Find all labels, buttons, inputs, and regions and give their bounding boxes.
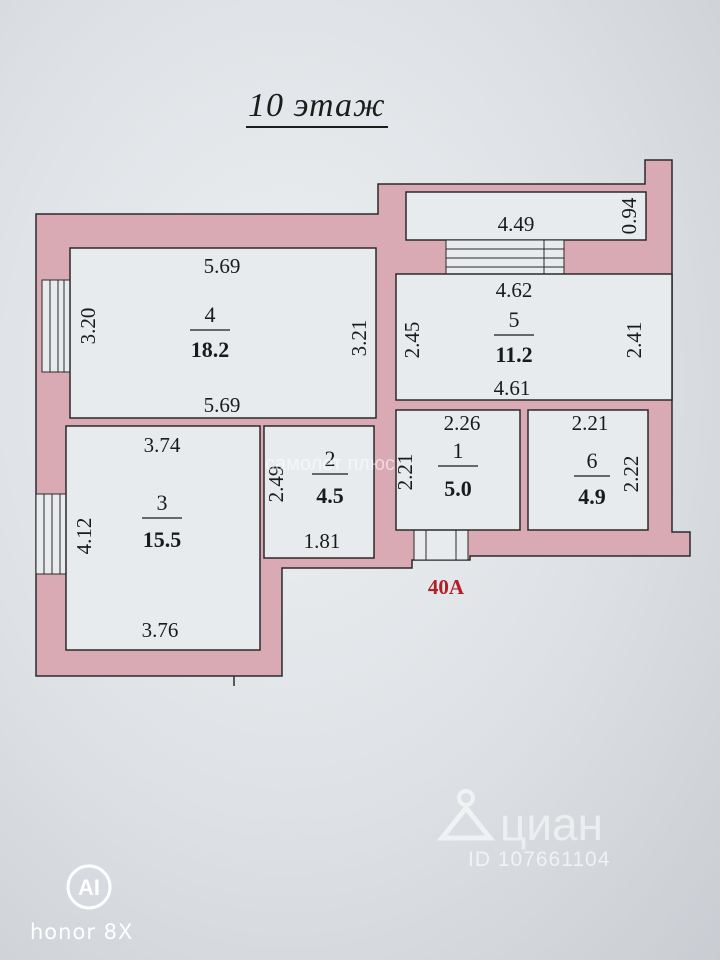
- camera-brand: honor 8X: [30, 920, 134, 944]
- room-4-area: 18.2: [191, 337, 230, 362]
- room-6: [527, 409, 649, 531]
- room-5: [395, 273, 673, 401]
- window-room-4: [41, 279, 71, 373]
- room-1-dim-top: 2.26: [444, 411, 481, 435]
- room-4-dim-right: 3.21: [347, 320, 371, 357]
- room-2-area: 4.5: [316, 483, 344, 508]
- camera-ai-badge: AI: [66, 864, 112, 910]
- floor-title: 10 этаж: [246, 88, 388, 128]
- room-4-dim-left: 3.20: [76, 308, 100, 345]
- watermark-logo: циан: [500, 798, 603, 850]
- balcony-door: [445, 239, 565, 277]
- entrance-door: [413, 529, 469, 561]
- window-room-3: [35, 493, 67, 575]
- room-1-area: 5.0: [444, 476, 472, 501]
- room-6-dim-top: 2.21: [572, 411, 609, 435]
- balcony-length: 4.49: [498, 212, 535, 236]
- room-3: [65, 425, 261, 651]
- room-5-number: 5: [509, 307, 520, 332]
- watermark-top: самолет плюс: [265, 453, 395, 475]
- room-6-dim-right: 2.22: [619, 456, 643, 493]
- room-5-dim-bottom: 4.61: [494, 376, 531, 400]
- room-5-area: 11.2: [495, 342, 532, 367]
- room-3-area: 15.5: [143, 527, 182, 552]
- room-3-dim-bottom: 3.76: [142, 618, 179, 642]
- room-5-dim-left: 2.45: [400, 322, 424, 359]
- watermark-id: ID 107661104: [468, 848, 610, 871]
- room-1-number: 1: [453, 438, 464, 463]
- camera-badge-text: AI: [78, 875, 100, 900]
- room-1: [395, 409, 521, 531]
- room-4: [69, 247, 377, 419]
- room-6-area: 4.9: [578, 484, 606, 509]
- room-2-number: 2: [325, 446, 336, 471]
- room-3-dim-left: 4.12: [72, 518, 96, 555]
- room-2-dim-left: 2.49: [264, 466, 288, 503]
- cian-pin-icon: [436, 789, 496, 841]
- room-6-number: 6: [587, 448, 598, 473]
- balcony: [405, 191, 647, 241]
- room-3-dim-top: 3.74: [144, 433, 181, 457]
- room-4-dim-bottom: 5.69: [204, 393, 241, 417]
- room-2: [263, 425, 375, 559]
- room-5-dim-right: 2.41: [622, 322, 646, 359]
- room-2-dim-bottom: 1.81: [304, 529, 341, 553]
- room-1-dim-left: 2.21: [393, 454, 417, 491]
- room-5-dim-top: 4.62: [496, 278, 533, 302]
- room-4-dim-top: 5.69: [204, 254, 241, 278]
- entrance-label: 40А: [428, 575, 465, 599]
- balcony-depth: 0.94: [617, 197, 641, 234]
- room-3-number: 3: [157, 490, 168, 515]
- room-4-number: 4: [205, 302, 216, 327]
